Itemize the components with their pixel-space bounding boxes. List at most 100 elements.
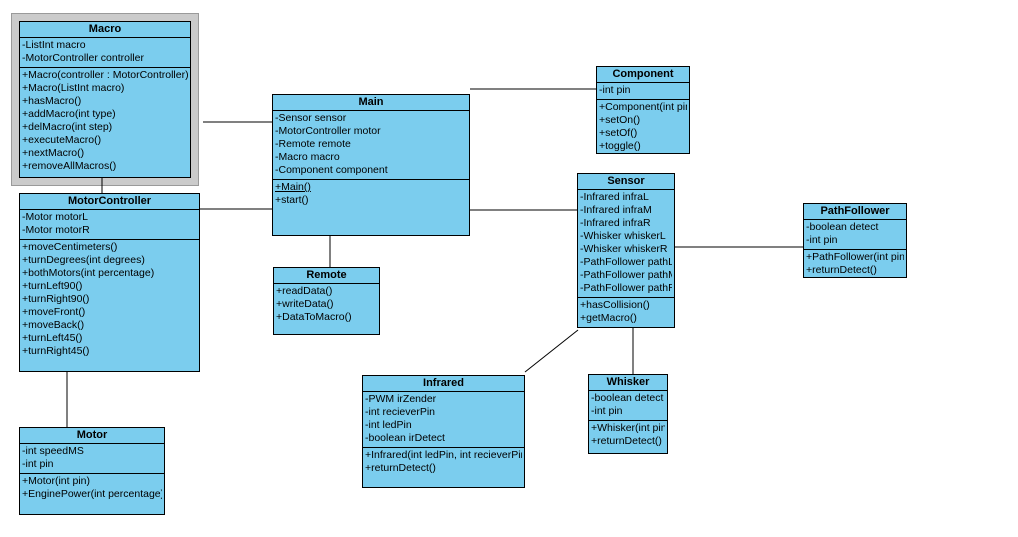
method-row[interactable]: +Whisker(int pin) bbox=[591, 422, 665, 434]
method-row[interactable]: +returnDetect() bbox=[591, 435, 662, 447]
class-title: Main bbox=[273, 95, 469, 111]
methods-compartment: +Component(int pin)+setOn()+setOf()+togg… bbox=[597, 100, 689, 153]
attribute-row[interactable]: -boolean detect bbox=[806, 221, 879, 233]
method-row[interactable]: +turnDegrees(int degrees) bbox=[22, 254, 145, 266]
class-title: Sensor bbox=[578, 174, 674, 190]
method-row[interactable]: +EnginePower(int percentage) bbox=[22, 488, 162, 500]
method-row[interactable]: +nextMacro() bbox=[22, 147, 85, 159]
methods-compartment: +Main()+start() bbox=[273, 180, 469, 235]
attribute-row[interactable]: -int pin bbox=[591, 405, 623, 417]
attribute-row[interactable]: -PathFollower pathR bbox=[580, 282, 672, 294]
attributes-compartment: -PWM irZender-int recieverPin-int ledPin… bbox=[363, 392, 524, 448]
method-row[interactable]: +readData() bbox=[276, 285, 333, 297]
attribute-row[interactable]: -Motor motorL bbox=[22, 211, 88, 223]
attribute-row[interactable]: -MotorController controller bbox=[22, 52, 144, 64]
method-row[interactable]: +Macro(ListInt macro) bbox=[22, 82, 125, 94]
method-row[interactable]: +hasMacro() bbox=[22, 95, 82, 107]
method-row[interactable]: +returnDetect() bbox=[365, 462, 436, 474]
attribute-row[interactable]: -Infrared infraR bbox=[580, 217, 651, 229]
attribute-row[interactable]: -ListInt macro bbox=[22, 39, 86, 51]
method-row[interactable]: +Main() bbox=[275, 181, 311, 193]
method-row[interactable]: +turnLeft45() bbox=[22, 332, 83, 344]
class-title: MotorController bbox=[20, 194, 199, 210]
method-row[interactable]: +bothMotors(int percentage) bbox=[22, 267, 155, 279]
attribute-row[interactable]: -boolean irDetect bbox=[365, 432, 445, 444]
attribute-row[interactable]: -Macro macro bbox=[275, 151, 340, 163]
methods-compartment: +moveCentimeters()+turnDegrees(int degre… bbox=[20, 240, 199, 371]
attribute-row[interactable]: -int ledPin bbox=[365, 419, 412, 431]
method-row[interactable]: +start() bbox=[275, 194, 309, 206]
class-title: Motor bbox=[20, 428, 164, 444]
attributes-compartment: -ListInt macro-MotorController controlle… bbox=[20, 38, 190, 68]
class-macro[interactable]: Macro-ListInt macro-MotorController cont… bbox=[19, 21, 191, 178]
class-title: Infrared bbox=[363, 376, 524, 392]
attribute-row[interactable]: -boolean detect bbox=[591, 392, 664, 404]
attributes-compartment: -int pin bbox=[597, 83, 689, 100]
attributes-compartment: -Motor motorL-Motor motorR bbox=[20, 210, 199, 240]
method-row[interactable]: +setOf() bbox=[599, 127, 638, 139]
method-row[interactable]: +writeData() bbox=[276, 298, 334, 310]
attributes-compartment: -Infrared infraL-Infrared infraM-Infrare… bbox=[578, 190, 674, 298]
attribute-row[interactable]: -Whisker whiskerR bbox=[580, 243, 668, 255]
class-pathfollower[interactable]: PathFollower-boolean detect-int pin+Path… bbox=[803, 203, 907, 278]
method-row[interactable]: +turnLeft90() bbox=[22, 280, 83, 292]
class-main[interactable]: Main-Sensor sensor-MotorController motor… bbox=[272, 94, 470, 236]
class-motor[interactable]: Motor-int speedMS-int pin+Motor(int pin)… bbox=[19, 427, 165, 515]
attributes-compartment: -int speedMS-int pin bbox=[20, 444, 164, 474]
method-row[interactable]: +addMacro(int type) bbox=[22, 108, 116, 120]
attribute-row[interactable]: -Infrared infraL bbox=[580, 191, 649, 203]
attributes-compartment: -boolean detect-int pin bbox=[804, 220, 906, 250]
method-row[interactable]: +turnRight90() bbox=[22, 293, 90, 305]
attribute-row[interactable]: -Whisker whiskerL bbox=[580, 230, 666, 242]
class-component[interactable]: Component-int pin+Component(int pin)+set… bbox=[596, 66, 690, 154]
attribute-row[interactable]: -PathFollower pathL bbox=[580, 256, 672, 268]
attribute-row[interactable]: -int pin bbox=[806, 234, 838, 246]
attribute-row[interactable]: -Sensor sensor bbox=[275, 112, 347, 124]
attribute-row[interactable]: -int speedMS bbox=[22, 445, 84, 457]
attribute-row[interactable]: -int pin bbox=[599, 84, 631, 96]
method-row[interactable]: +moveBack() bbox=[22, 319, 85, 331]
method-row[interactable]: +moveCentimeters() bbox=[22, 241, 118, 253]
method-row[interactable]: +toggle() bbox=[599, 140, 641, 152]
method-row[interactable]: +Infrared(int ledPin, int recieverPin) bbox=[365, 449, 522, 461]
method-row[interactable]: +turnRight45() bbox=[22, 345, 90, 357]
method-row[interactable]: +Motor(int pin) bbox=[22, 475, 90, 487]
class-sensor[interactable]: Sensor-Infrared infraL-Infrared infraM-I… bbox=[577, 173, 675, 328]
attribute-row[interactable]: -int pin bbox=[22, 458, 54, 470]
method-row[interactable]: +moveFront() bbox=[22, 306, 86, 318]
method-row[interactable]: +DataToMacro() bbox=[276, 311, 352, 323]
attributes-compartment: -Sensor sensor-MotorController motor-Rem… bbox=[273, 111, 469, 180]
method-row[interactable]: +delMacro(int step) bbox=[22, 121, 113, 133]
methods-compartment: +Infrared(int ledPin, int recieverPin)+r… bbox=[363, 448, 524, 487]
attribute-row[interactable]: -Infrared infraM bbox=[580, 204, 652, 216]
attribute-row[interactable]: -PathFollower pathM bbox=[580, 269, 672, 281]
class-motorcontroller[interactable]: MotorController-Motor motorL-Motor motor… bbox=[19, 193, 200, 372]
attribute-row[interactable]: -PWM irZender bbox=[365, 393, 437, 405]
class-whisker[interactable]: Whisker-boolean detect-int pin+Whisker(i… bbox=[588, 374, 668, 454]
connector-sensor-infrared[interactable] bbox=[524, 329, 579, 373]
attribute-row[interactable]: -Component component bbox=[275, 164, 388, 176]
class-infrared[interactable]: Infrared-PWM irZender-int recieverPin-in… bbox=[362, 375, 525, 488]
method-row[interactable]: +returnDetect() bbox=[806, 264, 877, 276]
method-row[interactable]: +setOn() bbox=[599, 114, 641, 126]
attribute-row[interactable]: -Remote remote bbox=[275, 138, 351, 150]
class-title: PathFollower bbox=[804, 204, 906, 220]
methods-compartment: +PathFollower(int pin)+returnDetect() bbox=[804, 250, 906, 277]
attribute-row[interactable]: -int recieverPin bbox=[365, 406, 436, 418]
attribute-row[interactable]: -MotorController motor bbox=[275, 125, 381, 137]
method-row[interactable]: +executeMacro() bbox=[22, 134, 102, 146]
methods-compartment: +readData()+writeData()+DataToMacro() bbox=[274, 284, 379, 334]
method-row[interactable]: +removeAllMacros() bbox=[22, 160, 117, 172]
attribute-row[interactable]: -Motor motorR bbox=[22, 224, 90, 236]
method-row[interactable]: +getMacro() bbox=[580, 312, 637, 324]
method-row[interactable]: +Component(int pin) bbox=[599, 101, 687, 113]
class-title: Remote bbox=[274, 268, 379, 284]
method-row[interactable]: +Macro(controller : MotorController) bbox=[22, 69, 188, 81]
class-remote[interactable]: Remote+readData()+writeData()+DataToMacr… bbox=[273, 267, 380, 335]
methods-compartment: +Motor(int pin)+EnginePower(int percenta… bbox=[20, 474, 164, 514]
attributes-compartment: -boolean detect-int pin bbox=[589, 391, 667, 421]
method-row[interactable]: +hasCollision() bbox=[580, 299, 650, 311]
class-title: Macro bbox=[20, 22, 190, 38]
method-row[interactable]: +PathFollower(int pin) bbox=[806, 251, 904, 263]
